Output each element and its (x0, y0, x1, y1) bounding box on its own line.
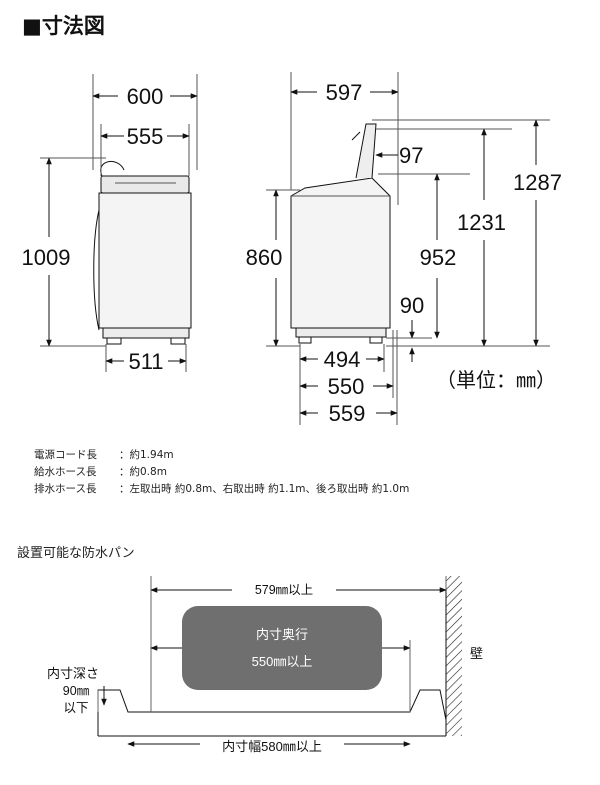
waterproof-pan-diagram (97, 576, 462, 747)
side-open-lid (355, 123, 377, 179)
dim-side-base-559: 559 (329, 401, 366, 426)
spec-value: ：左取出時 約0.8m、右取出時 約1.1m、後ろ取出時 約1.0m (119, 483, 410, 495)
spec-row-power-cord: 電源コード長 ：約1.94m (34, 447, 409, 464)
pan-inner-depth-below: 以下 (63, 701, 88, 715)
dim-front-inner-width: 555 (127, 124, 164, 149)
dim-front-height: 1009 (22, 245, 71, 270)
side-view (266, 72, 550, 425)
dim-side-base-550: 550 (328, 374, 365, 399)
dim-front-width: 600 (127, 84, 164, 109)
dim-side-depth: 597 (326, 80, 363, 105)
side-base (295, 327, 387, 338)
dim-side-total-height: 1287 (513, 170, 562, 195)
front-view (40, 74, 198, 372)
spec-label: 排水ホース長 (34, 483, 97, 495)
pan-outline (97, 689, 447, 736)
pan-inner-width: 内寸幅580㎜以上 (222, 739, 322, 754)
pan-inner-depth-value: 90㎜ (63, 684, 90, 698)
dim-front-base: 511 (128, 349, 163, 374)
dim-side-open-height: 1231 (457, 210, 506, 235)
pan-depth-value: 550㎜以上 (252, 654, 313, 669)
front-machine-body (98, 192, 192, 329)
spec-value: ：約0.8m (119, 466, 167, 478)
pan-labels: 579㎜以上 内寸奥行 550㎜以上 内寸深さ 90㎜ 以下 内寸幅580㎜以上… (47, 583, 483, 754)
spec-value: ：約1.94m (119, 449, 174, 461)
spec-label: 給水ホース長 (34, 466, 97, 478)
unit-label: （単位：㎜） (436, 369, 556, 392)
front-foot-right (170, 337, 186, 345)
page-title: ■寸法図 (22, 14, 105, 38)
spec-label: 電源コード長 (34, 449, 97, 461)
side-machine-body (290, 177, 391, 329)
spec-row-drain-hose: 排水ホース長 ：左取出時 約0.8m、右取出時 約1.1m、後ろ取出時 約1.0… (34, 481, 409, 498)
dim-side-base-494: 494 (324, 347, 361, 372)
side-foot-back (369, 336, 383, 344)
power-cord (100, 161, 125, 177)
pan-section-title: 設置可能な防水パン (17, 546, 135, 561)
pan-depth-label: 内寸奥行 (256, 627, 308, 642)
dim-side-body-height: 860 (246, 245, 283, 270)
wall-hatching (446, 576, 462, 736)
front-base (102, 327, 190, 339)
side-foot-front (298, 336, 312, 344)
dim-side-lid: 97 (399, 143, 423, 168)
front-foot-left (106, 337, 122, 345)
pan-width-label: 579㎜以上 (255, 583, 313, 597)
drain-hose (93, 209, 100, 331)
dimension-labels: 600 555 1009 511 597 97 1287 1231 860 95… (22, 80, 562, 426)
front-control-panel (100, 175, 190, 194)
pan-wall-label: 壁 (470, 646, 483, 661)
dim-side-top-height: 952 (420, 245, 457, 270)
pan-inner-depth-label: 内寸深さ (47, 666, 99, 681)
spec-list: 電源コード長 ：約1.94m 給水ホース長 ：約0.8m 排水ホース長 ：左取出… (34, 447, 409, 498)
dim-side-bottom-gap: 90 (400, 293, 424, 318)
spec-row-supply-hose: 給水ホース長 ：約0.8m (34, 464, 409, 481)
inner-depth-box (182, 606, 382, 690)
